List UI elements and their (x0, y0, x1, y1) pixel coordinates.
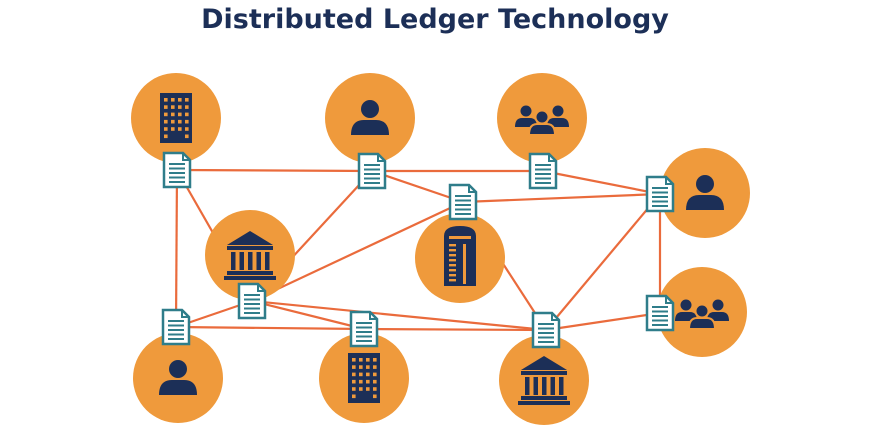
ledger-document-icon (349, 310, 379, 348)
connection-line (545, 193, 661, 331)
ledger-document-icon (645, 294, 675, 332)
office-building-icon (348, 353, 380, 403)
ledger-document-icon (448, 183, 478, 221)
ledger-document-icon (237, 282, 267, 320)
ledger-documents (161, 151, 675, 349)
connection-line (363, 327, 547, 332)
network-node (415, 213, 505, 303)
ledger-document-icon (528, 152, 558, 190)
ledger-document-icon (162, 151, 192, 189)
connection-lines (174, 168, 662, 332)
connection-line (251, 201, 464, 302)
network-node (131, 73, 221, 163)
ledger-document-icon (531, 311, 561, 349)
connection-line (251, 299, 547, 332)
bank-icon (518, 356, 570, 405)
ledger-document-icon (645, 175, 675, 213)
connection-line (371, 169, 464, 204)
network-node (657, 267, 747, 357)
connection-line (251, 299, 365, 331)
ledger-document-icon (357, 152, 387, 190)
connection-line (462, 192, 661, 204)
network-node (325, 73, 415, 163)
ledger-document-icon (161, 308, 191, 346)
office-building-icon (160, 93, 192, 143)
network-node (205, 210, 295, 300)
diagram-title: Distributed Ledger Technology (201, 4, 669, 35)
connection-line (176, 168, 373, 173)
network-node (499, 335, 589, 425)
network-node (660, 148, 750, 238)
connection-line (542, 169, 661, 196)
person-icon (159, 360, 197, 395)
group-icon (515, 105, 569, 136)
network-node (497, 73, 587, 163)
bank-icon (224, 231, 276, 280)
network-node (133, 333, 223, 423)
connection-line (175, 325, 365, 331)
connection-line (545, 311, 661, 332)
connection-line (174, 169, 179, 328)
network-node (319, 333, 409, 423)
person-icon (686, 175, 724, 210)
tower-building-icon (444, 226, 476, 286)
person-icon (351, 100, 389, 135)
group-icon (675, 299, 729, 330)
network-nodes (131, 73, 750, 425)
